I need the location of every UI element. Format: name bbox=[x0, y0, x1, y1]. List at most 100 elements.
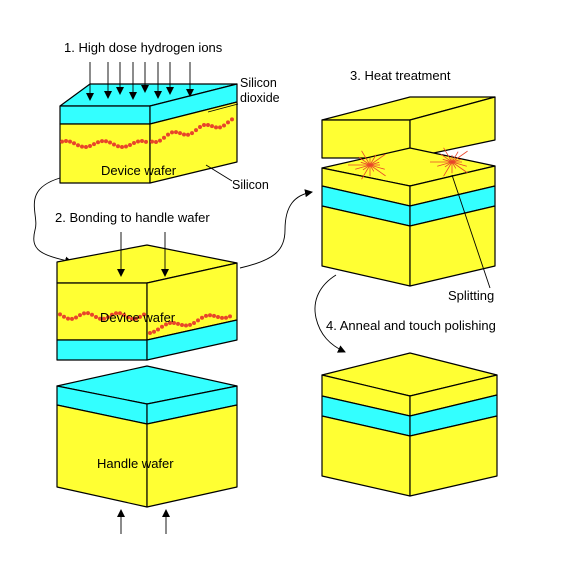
step3-title: 3. Heat treatment bbox=[350, 68, 451, 83]
split-ray bbox=[362, 164, 371, 171]
hydrogen-dot bbox=[226, 120, 230, 125]
split-ray bbox=[369, 154, 377, 166]
hydrogen-dot bbox=[78, 313, 82, 318]
hydrogen-dot bbox=[58, 312, 62, 317]
hydrogen-dot bbox=[126, 315, 130, 320]
splitting-burst bbox=[348, 147, 468, 180]
hydrogen-dot bbox=[70, 316, 74, 321]
split-ray bbox=[451, 161, 467, 167]
hydrogen-dot bbox=[170, 130, 174, 135]
split-ray bbox=[451, 158, 462, 163]
hydrogen-dot bbox=[182, 132, 186, 137]
hydrogen-dot bbox=[184, 323, 188, 328]
hydrogen-dot bbox=[60, 139, 64, 144]
split-ray bbox=[451, 161, 468, 174]
hydrogen-dot bbox=[68, 139, 72, 144]
step1-title: 1. High dose hydrogen ions bbox=[64, 40, 223, 55]
upper-side-face bbox=[409, 96, 496, 159]
hydrogen-dot bbox=[122, 313, 126, 318]
hydrogen-dot bbox=[156, 327, 160, 332]
hydrogen-dot bbox=[84, 144, 88, 149]
device-wafer-label-1: Device wafer bbox=[101, 163, 177, 178]
hydrogen-dot bbox=[206, 122, 210, 127]
hydrogen-dot bbox=[210, 124, 214, 129]
silicon-dioxide-label-line1: Silicon bbox=[240, 76, 277, 90]
oxide-front-face bbox=[59, 105, 151, 125]
hydrogen-dot bbox=[134, 316, 138, 321]
split-ray bbox=[369, 164, 386, 177]
splitting-label: Splitting bbox=[448, 288, 494, 303]
hydrogen-dot bbox=[174, 130, 178, 135]
hydrogen-dot bbox=[228, 314, 232, 319]
hydrogen-dot bbox=[160, 324, 164, 329]
hydrogen-dot bbox=[204, 313, 208, 318]
hydrogen-dot bbox=[112, 142, 116, 147]
split-ray bbox=[451, 150, 468, 163]
hydrogen-dot bbox=[72, 141, 76, 146]
silicon-dioxide-leader bbox=[207, 103, 239, 113]
split-ray bbox=[361, 150, 371, 166]
split-ray bbox=[358, 156, 371, 166]
curved-arrow-icon bbox=[33, 177, 73, 265]
step4-soi-wafer bbox=[321, 352, 498, 497]
hydrogen-dot bbox=[136, 139, 140, 144]
hydrogen-dot bbox=[216, 315, 220, 320]
hydrogen-dot bbox=[190, 131, 194, 136]
silicon-label: Silicon bbox=[232, 178, 269, 192]
split-ray bbox=[360, 161, 371, 166]
step2-device-wafer bbox=[56, 244, 238, 361]
hydrogen-layer bbox=[60, 117, 234, 149]
hydrogen-dot bbox=[104, 139, 108, 144]
hydrogen-dot bbox=[224, 315, 228, 320]
hydrogen-dot bbox=[92, 142, 96, 147]
hydrogen-dot bbox=[154, 140, 158, 145]
hydrogen-dot bbox=[144, 139, 148, 144]
hydrogen-layer bbox=[58, 311, 232, 335]
hydrogen-dot bbox=[102, 316, 106, 321]
step3-split-stack bbox=[321, 96, 496, 287]
handle-side bbox=[409, 205, 496, 287]
hydrogen-dot bbox=[142, 312, 146, 317]
hydrogen-dot bbox=[64, 139, 68, 144]
hydrogen-dot bbox=[138, 314, 142, 319]
silicon-dioxide-label-line2: dioxide bbox=[240, 91, 280, 105]
hydrogen-dot bbox=[90, 312, 94, 317]
hydrogen-dot bbox=[208, 313, 212, 318]
hydrogen-dot bbox=[96, 140, 100, 145]
split-ray bbox=[442, 158, 453, 163]
hydrogen-dot bbox=[172, 320, 176, 325]
hydrogen-dot bbox=[140, 139, 144, 144]
device-oxide-front bbox=[56, 339, 148, 361]
hydrogen-dot bbox=[168, 321, 172, 326]
hydrogen-dot bbox=[222, 123, 226, 128]
hydrogen-dot bbox=[86, 311, 90, 316]
hydrogen-dot bbox=[212, 313, 216, 318]
hydrogen-dot bbox=[198, 124, 202, 129]
hydrogen-dot bbox=[200, 315, 204, 320]
hydrogen-dot bbox=[106, 315, 110, 320]
hydrogen-dot bbox=[152, 329, 156, 334]
ion-arrows bbox=[86, 62, 194, 101]
hydrogen-dot bbox=[132, 140, 136, 145]
hydrogen-dot bbox=[164, 322, 168, 327]
hydrogen-dot bbox=[166, 132, 170, 137]
hydrogen-dot bbox=[130, 316, 134, 321]
hydrogen-dot bbox=[120, 144, 124, 149]
hydrogen-dot bbox=[66, 316, 70, 321]
hydrogen-dot bbox=[188, 322, 192, 327]
hydrogen-dot bbox=[124, 144, 128, 149]
split-ray bbox=[369, 164, 375, 172]
hydrogen-dot bbox=[94, 315, 98, 320]
split-ray bbox=[361, 164, 371, 180]
hydrogen-dot bbox=[180, 323, 184, 328]
soi-handle-side bbox=[409, 415, 498, 497]
hydrogen-dot bbox=[192, 321, 196, 326]
hydrogen-dot bbox=[162, 135, 166, 140]
hydrogen-dot bbox=[178, 131, 182, 136]
split-ray bbox=[369, 161, 380, 166]
hydrogen-dot bbox=[186, 132, 190, 137]
hydrogen-dot bbox=[128, 142, 132, 147]
hydrogen-dot bbox=[110, 312, 114, 317]
